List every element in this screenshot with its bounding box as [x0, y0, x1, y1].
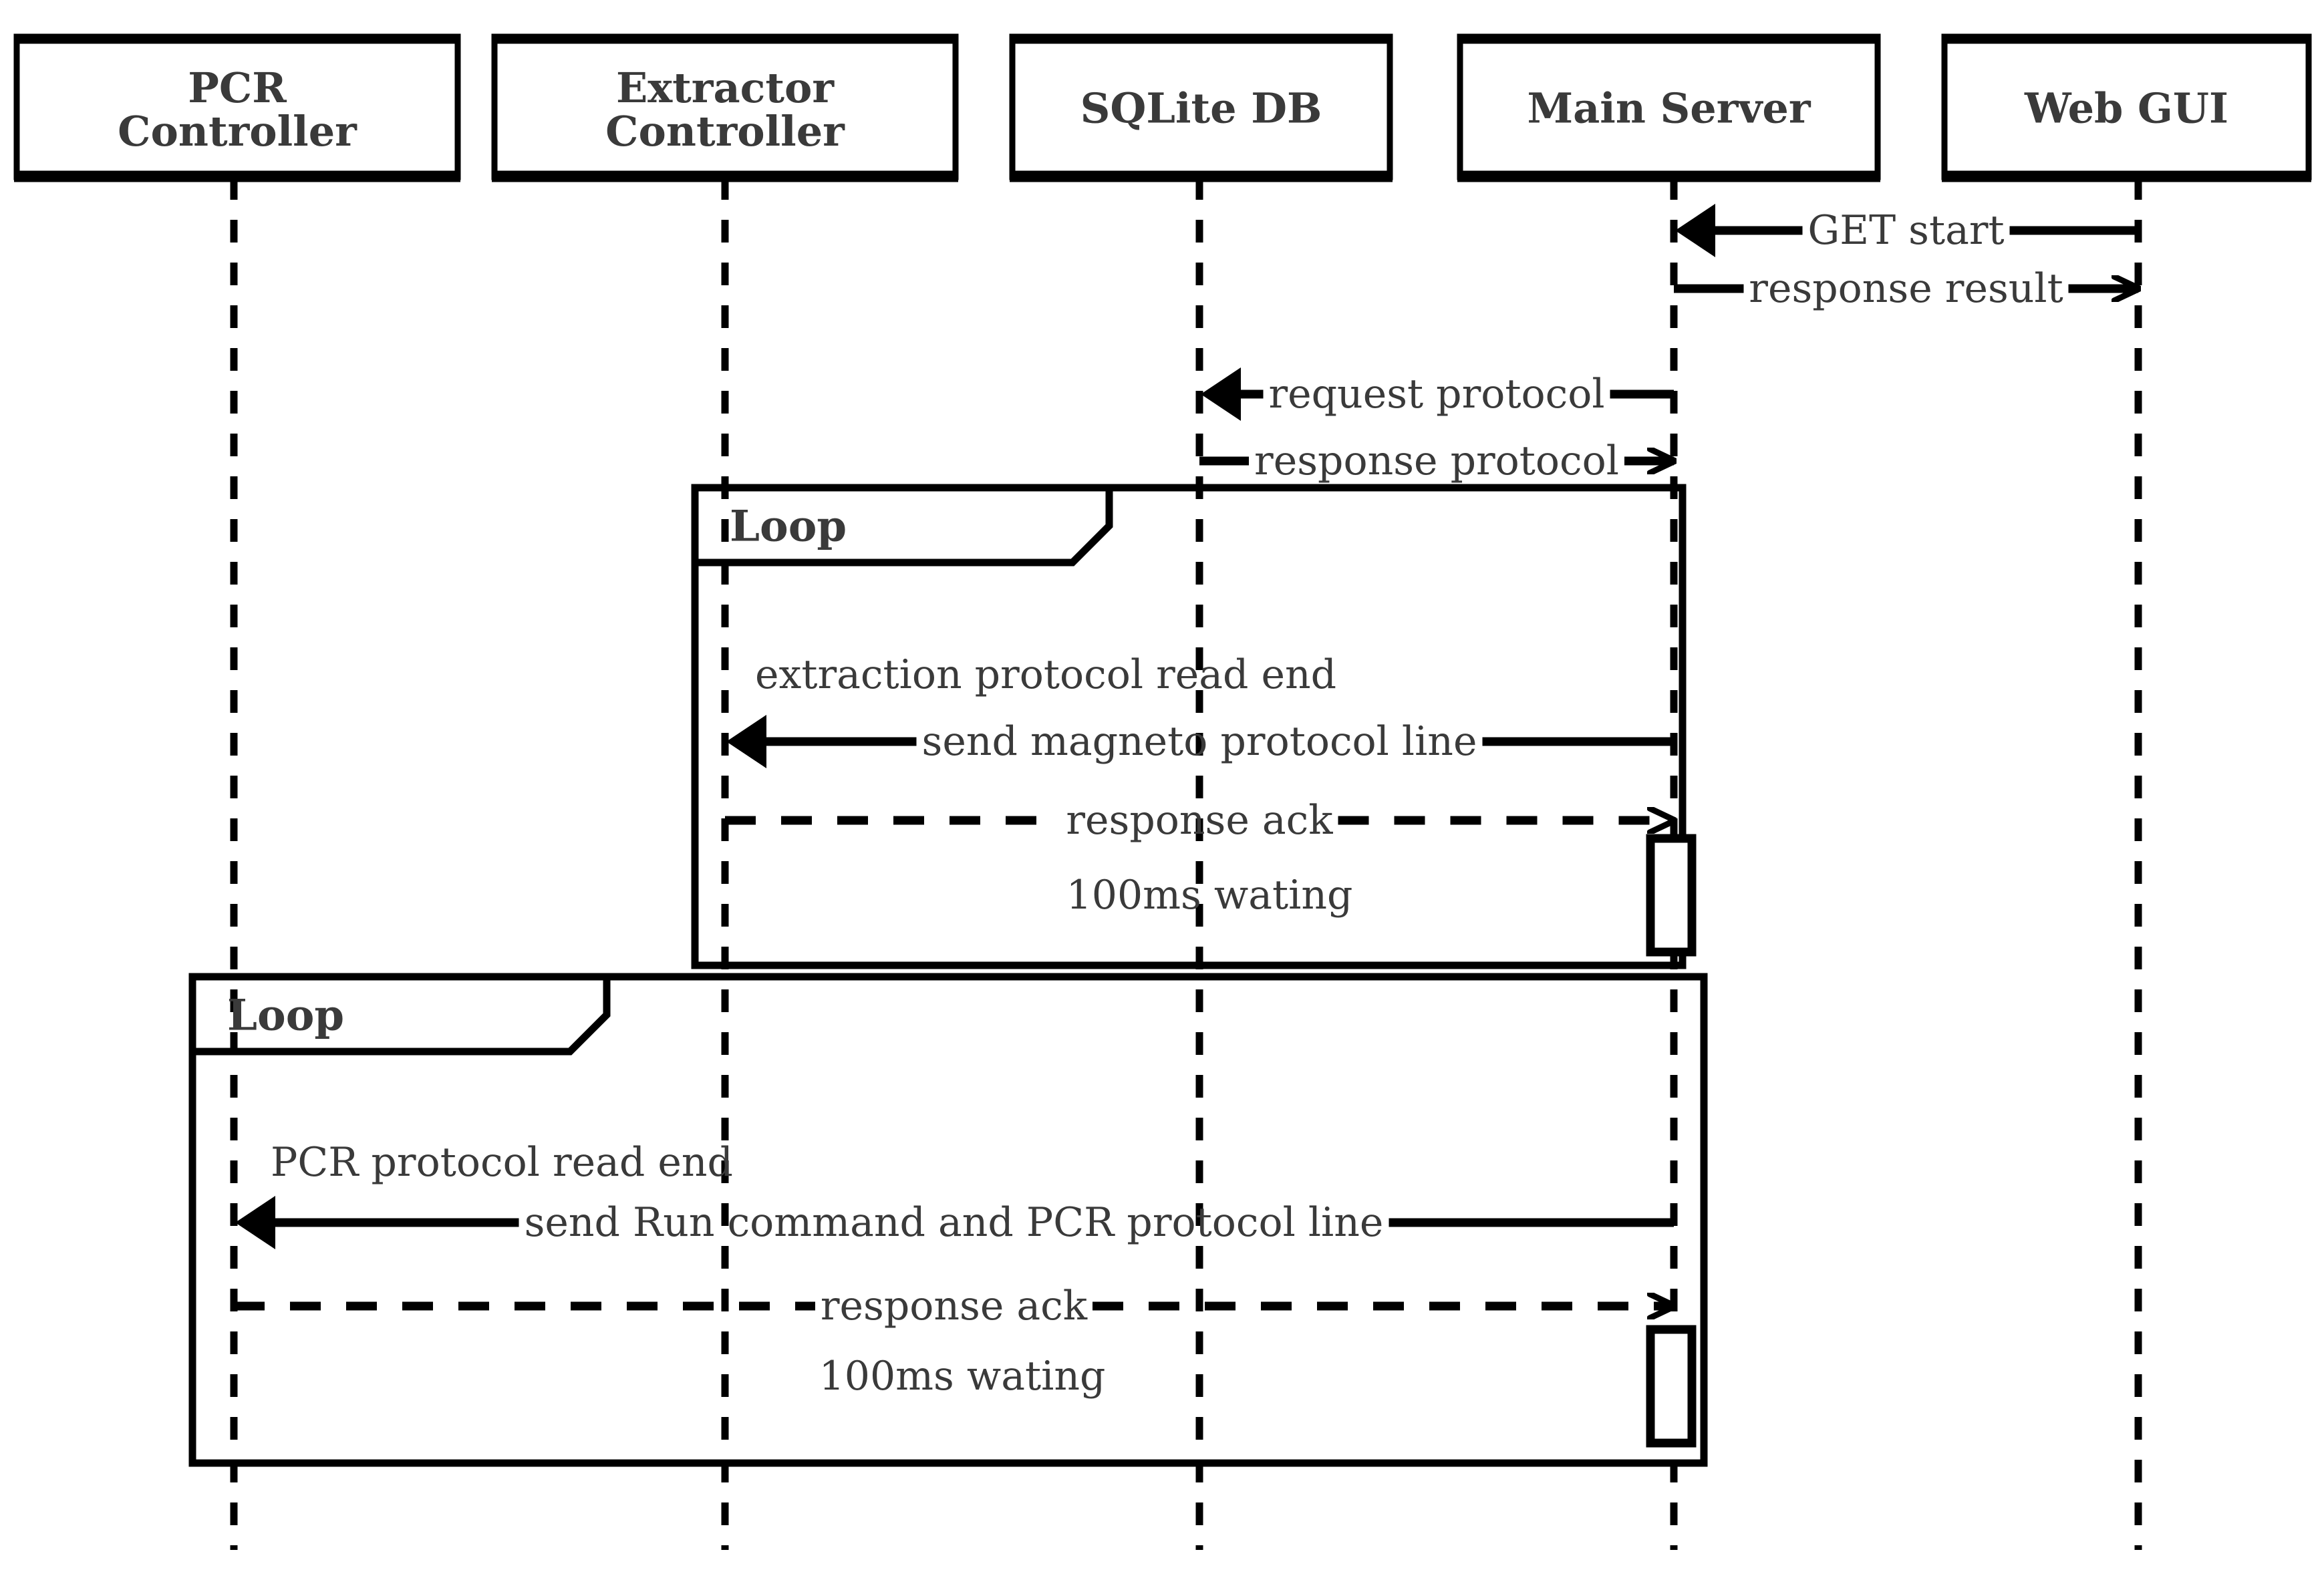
activation-bars-group	[1646, 834, 1697, 1448]
fragment-label-loop2: Loop	[227, 990, 345, 1041]
message-label-m1: GET start	[1807, 207, 2005, 254]
message-label-m2: response result	[1749, 265, 2063, 312]
fragment-frame-loop1[interactable]	[691, 484, 1687, 969]
message-label-m5: send magneto protocol line	[921, 718, 1477, 765]
message-arrowhead-m3	[1201, 367, 1241, 421]
participant-box-pcr[interactable]	[13, 33, 461, 180]
message-label-m3: request protocol	[1268, 371, 1605, 418]
fragment-frame-loop2[interactable]	[188, 973, 1708, 1467]
message-label-m8: response ack	[820, 1283, 1088, 1329]
fragment-tab-loop1	[691, 484, 1113, 567]
participant-boxes-group	[13, 33, 2312, 182]
messages-group	[234, 204, 2138, 1306]
message-arrowhead-m7	[235, 1196, 275, 1249]
participant-label-mainsrv: Main Server	[1527, 84, 1811, 133]
lifelines-group	[230, 177, 2142, 1550]
message-arrowhead-m1	[1675, 204, 1715, 257]
note-n1: extraction protocol read end	[755, 651, 1337, 698]
note-n4: 100ms wating	[819, 1353, 1106, 1400]
activation-bar-a1	[1646, 834, 1697, 957]
message-label-m7: send Run command and PCR protocol line	[524, 1199, 1384, 1246]
participant-label-sqlite: SQLite DB	[1080, 84, 1322, 133]
fragment-label-loop1: Loop	[730, 501, 847, 552]
message-arrowhead-m5	[726, 715, 766, 768]
note-n3: PCR protocol read end	[271, 1139, 733, 1186]
note-n2: 100ms wating	[1066, 872, 1353, 919]
fragment-tab-loop2	[188, 973, 611, 1056]
message-label-m6: response ack	[1066, 797, 1333, 844]
participant-box-webgui[interactable]	[1941, 33, 2312, 180]
participant-label-webgui: Web GUI	[2025, 84, 2228, 133]
fragments-group	[188, 484, 1708, 1467]
message-label-m4: response protocol	[1254, 438, 1619, 484]
activation-bar-a2	[1646, 1325, 1697, 1448]
participant-box-mainsrv[interactable]	[1457, 33, 1881, 180]
